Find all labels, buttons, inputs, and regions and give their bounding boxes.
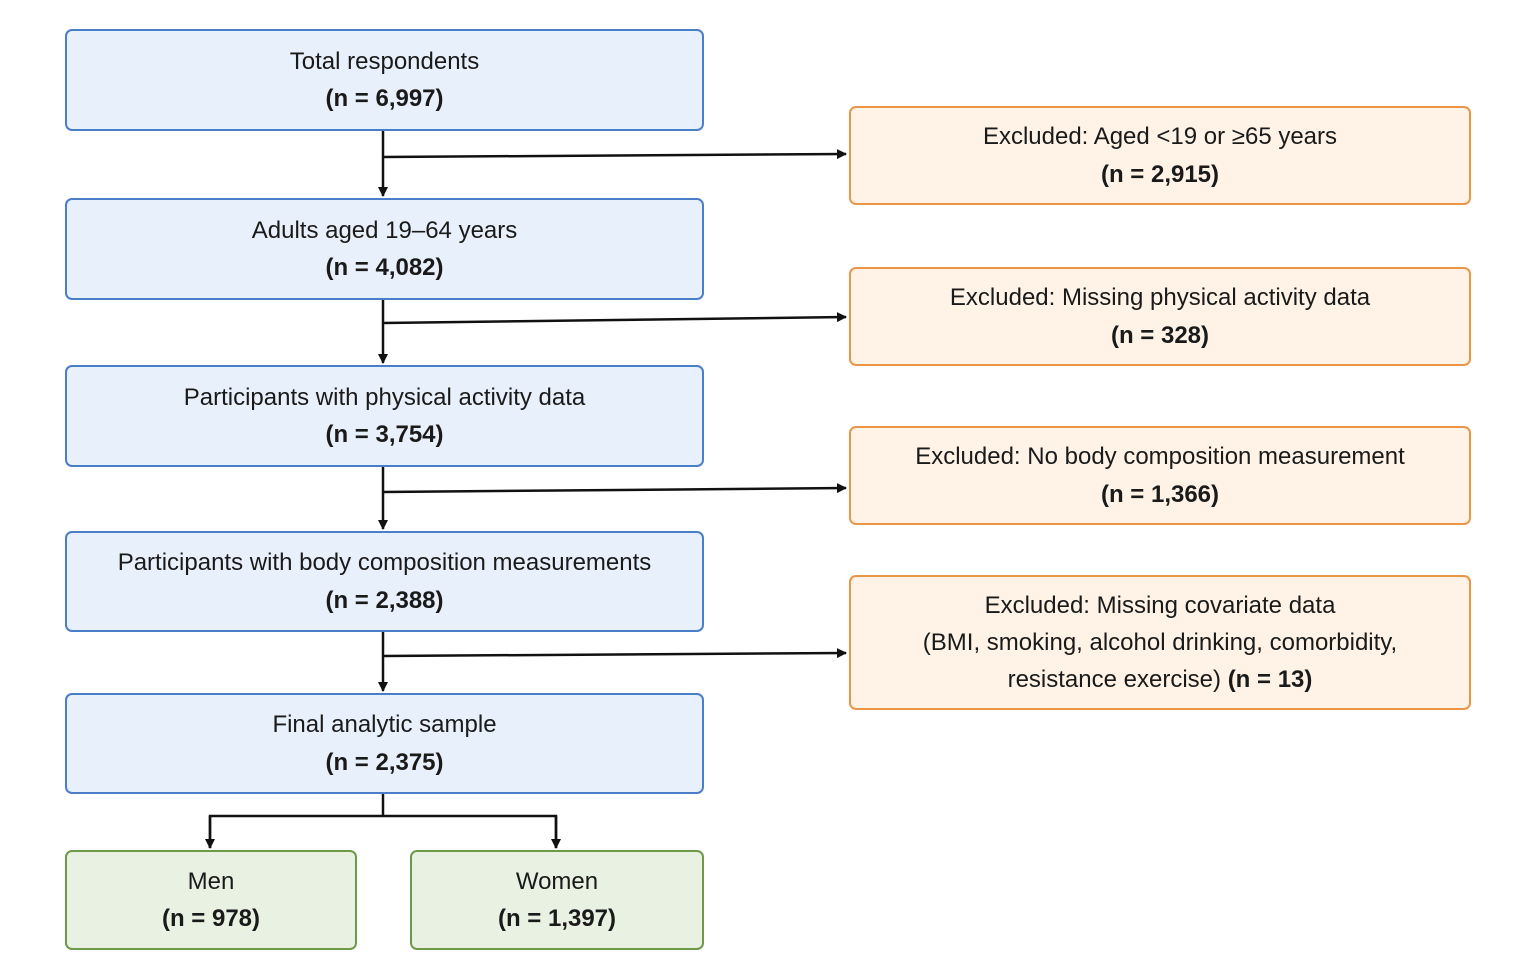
exclusion-detail-text: resistance exercise) <box>1007 666 1222 694</box>
step-physical-activity: Participants with physical activity data… <box>65 365 704 467</box>
exclusion-detail: (BMI, smoking, alcohol drinking, comorbi… <box>922 628 1398 656</box>
arrow-to-exclusion-4 <box>382 648 847 659</box>
step-label: Adults aged 19–64 years <box>251 216 518 244</box>
arrow-to-exclusion-1 <box>382 149 847 160</box>
exclusion-covariate: Excluded: Missing covariate data (BMI, s… <box>849 575 1471 710</box>
step-count: (n = 2,388) <box>325 586 444 614</box>
exclusion-label: Excluded: Missing covariate data <box>984 591 1336 619</box>
exclusion-label: Excluded: Aged <19 or ≥65 years <box>982 123 1338 151</box>
exclusion-body-composition: Excluded: No body composition measuremen… <box>849 426 1471 525</box>
step-final-sample: Final analytic sample (n = 2,375) <box>65 693 704 794</box>
step-total-respondents: Total respondents (n = 6,997) <box>65 29 704 131</box>
exclusion-count: (n = 2,915) <box>1100 160 1220 188</box>
step-body-composition: Participants with body composition measu… <box>65 531 704 632</box>
exclusion-detail-line2: resistance exercise) (n = 13) <box>1008 661 1313 698</box>
split-connector <box>208 814 558 848</box>
step-count: (n = 2,375) <box>325 748 444 776</box>
group-label: Women <box>515 867 599 895</box>
step-count: (n = 4,082) <box>325 254 444 281</box>
step-adults-aged: Adults aged 19–64 years (n = 4,082) <box>65 198 704 300</box>
group-count: (n = 978) <box>161 905 261 932</box>
exclusion-count: (n = 328) <box>1110 321 1210 349</box>
group-count: (n = 1,397) <box>497 905 617 932</box>
exclusion-age: Excluded: Aged <19 or ≥65 years (n = 2,9… <box>849 106 1471 205</box>
exclusion-count: (n = 13) <box>1227 666 1313 694</box>
step-label: Participants with body composition measu… <box>117 549 652 577</box>
step-count: (n = 3,754) <box>325 421 444 448</box>
arrow-to-exclusion-3 <box>382 483 847 494</box>
group-label: Men <box>187 867 235 895</box>
arrow-to-exclusion-2 <box>382 312 847 325</box>
exclusion-label: Excluded: No body composition measuremen… <box>915 443 1405 471</box>
group-women: Women (n = 1,397) <box>410 850 704 950</box>
step-label: Final analytic sample <box>272 711 497 739</box>
step-count: (n = 6,997) <box>325 85 444 112</box>
exclusion-count: (n = 1,366) <box>1100 480 1220 508</box>
step-label: Total respondents <box>289 47 480 75</box>
exclusion-physical-activity: Excluded: Missing physical activity data… <box>849 267 1471 366</box>
step-label: Participants with physical activity data <box>183 383 586 411</box>
exclusion-label: Excluded: Missing physical activity data <box>949 284 1371 312</box>
group-men: Men (n = 978) <box>65 850 357 950</box>
